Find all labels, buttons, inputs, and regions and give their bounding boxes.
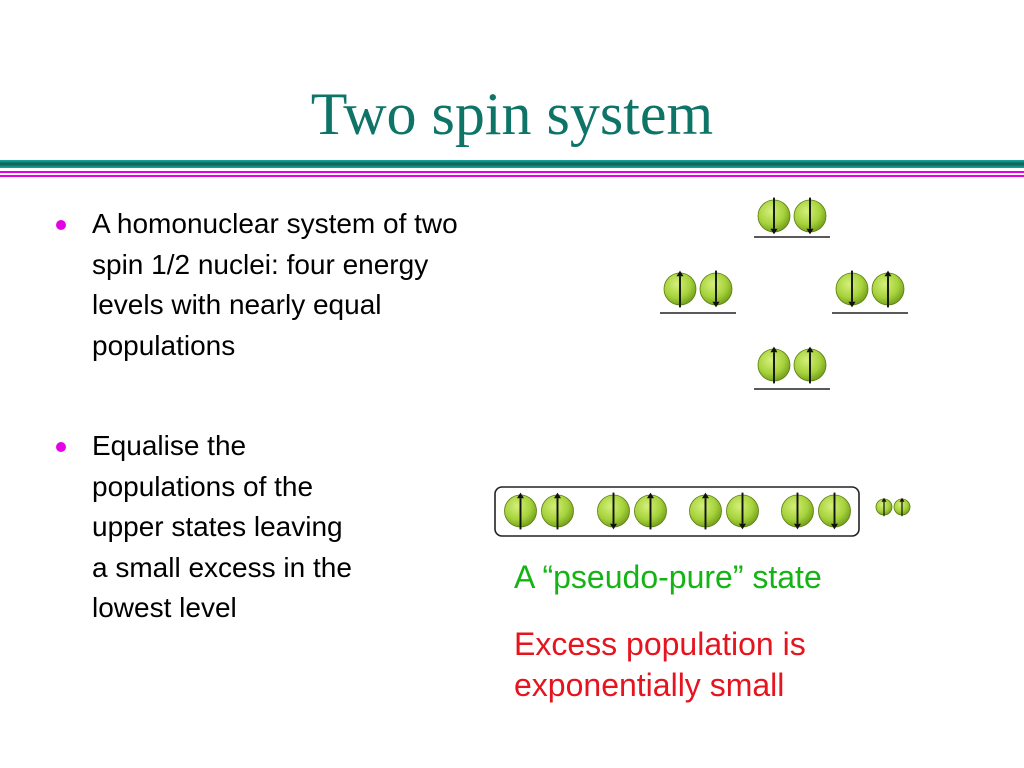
excess-caption-line: exponentially small (514, 667, 785, 703)
bullet-line: lowest level (92, 592, 237, 623)
nucleus-spin-up-icon (634, 492, 667, 530)
nucleus-spin-down-icon (835, 270, 869, 308)
title-divider (0, 160, 1024, 177)
energy-level-top (754, 197, 830, 238)
bullet-text-homonuclear: A homonuclear system of two spin 1/2 nuc… (92, 204, 458, 366)
bullet-line: populations of the (92, 470, 314, 502)
nucleus-spin-down-icon (597, 492, 630, 530)
nucleus-spin-down-icon (757, 197, 791, 235)
nucleus-spin-up-icon (875, 497, 893, 517)
box-state (781, 492, 851, 530)
nucleus-spin-up-icon (871, 270, 905, 308)
nucleus-spin-up-icon (793, 346, 827, 384)
energy-level-middle-right (832, 270, 908, 314)
bullet-line: levels with nearly equal (92, 289, 382, 320)
nucleus-spin-up-icon (541, 492, 574, 530)
nucleus-spin-down-icon (818, 492, 851, 530)
bullet-line: A homonuclear system of two (92, 208, 458, 239)
bullet-marker (56, 442, 66, 452)
box-state (597, 492, 667, 530)
nucleus-spin-up-icon (689, 492, 722, 530)
nucleus-spin-up-icon (504, 492, 537, 530)
nucleus-spin-down-icon (793, 197, 827, 235)
box-state (689, 492, 759, 530)
box-states (504, 492, 851, 530)
box-state (504, 492, 574, 530)
energy-level-bottom (754, 346, 830, 390)
excess-caption-line: Excess population is (514, 626, 806, 662)
nucleus-spin-down-icon (726, 492, 759, 530)
nucleus-spin-up-icon (893, 497, 911, 517)
nucleus-spin-down-icon (781, 492, 814, 530)
excess-caption: Excess population is exponentially small (514, 624, 806, 706)
slide-title: Two spin system (310, 81, 714, 147)
bullet-text-equalise: Equalise the populations of the upper st… (92, 426, 352, 629)
nucleus-spin-down-icon (699, 270, 733, 308)
bullet-line: upper states leaving (92, 511, 343, 542)
bullet-line: a small excess in the (92, 551, 352, 583)
bullet-line: spin 1/2 nuclei: four energy (92, 248, 429, 280)
nucleus-spin-up-icon (757, 346, 791, 384)
excess-population-state (875, 497, 911, 517)
nucleus-spin-up-icon (663, 270, 697, 308)
bullet-marker (56, 220, 66, 230)
energy-levels (660, 197, 908, 390)
bullet-line: Equalise the (92, 430, 247, 461)
bullet-line: populations (92, 329, 236, 361)
pseudo-pure-caption: A “pseudo-pure” state (514, 559, 822, 595)
energy-level-middle-left (660, 270, 736, 314)
pseudo-pure-box (494, 486, 860, 537)
